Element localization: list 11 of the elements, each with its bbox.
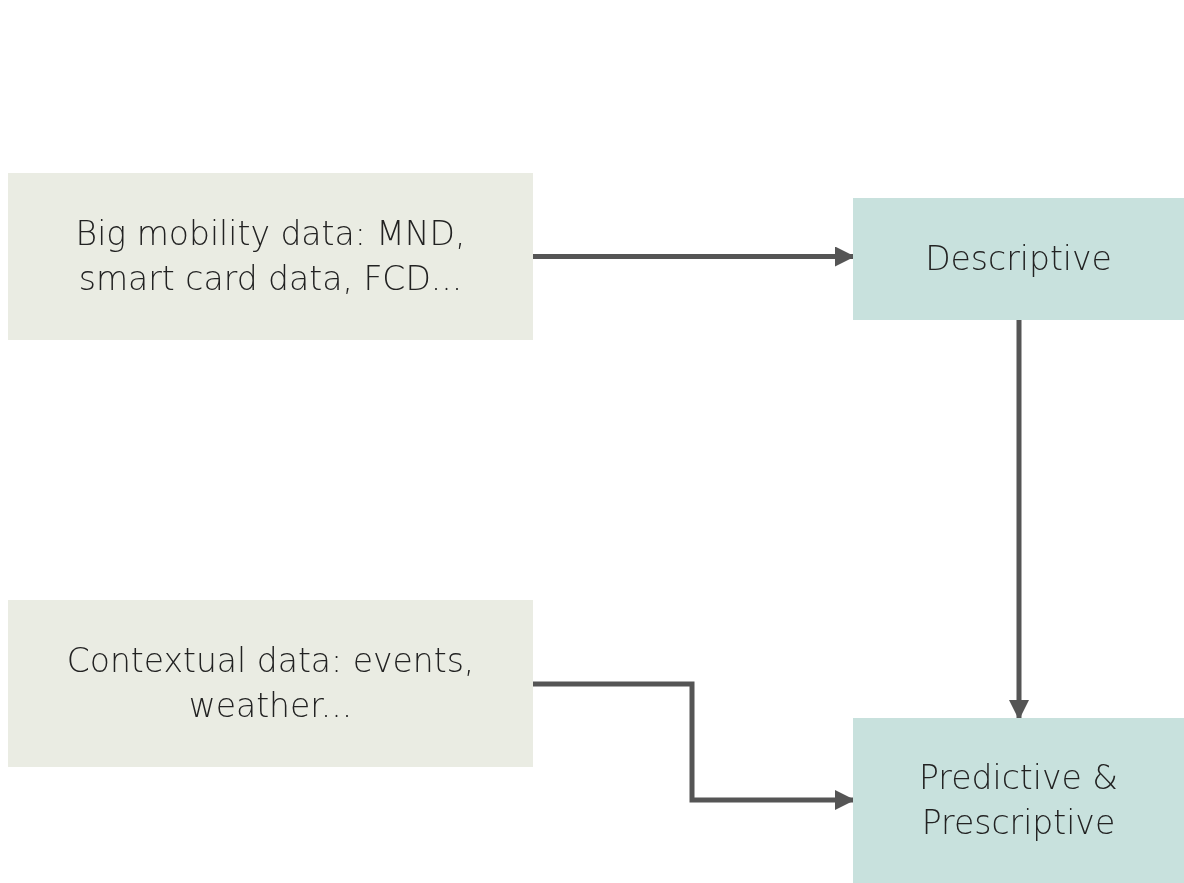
arrow: [1009, 320, 1029, 720]
process-box: [853, 718, 1184, 883]
process-box: [8, 173, 533, 340]
box-label: Contextual data: events, weather...: [65, 639, 476, 727]
box-label: Descriptive: [925, 237, 1112, 280]
box-label: Big mobility data: MND, smart card data, FCD...: [74, 212, 467, 300]
arrow: [533, 246, 855, 267]
process-box: [853, 198, 1184, 320]
box-label: Predictive & Prescriptive: [918, 756, 1119, 844]
process-box: [8, 600, 533, 767]
arrow: [533, 681, 855, 810]
